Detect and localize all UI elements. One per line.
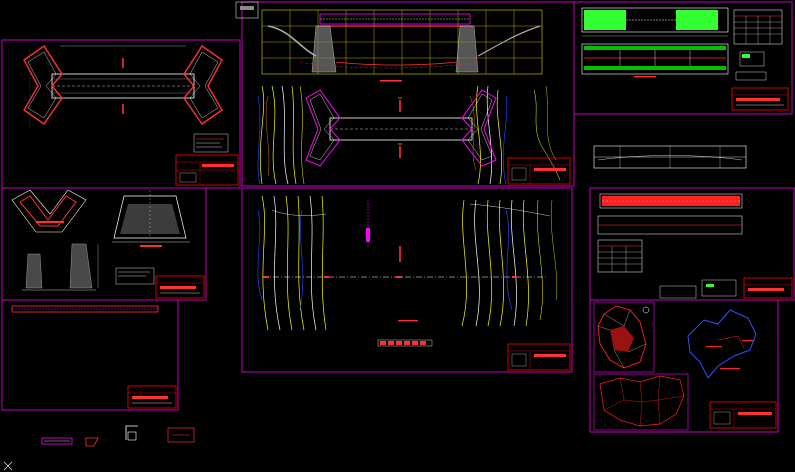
title-block	[743, 277, 793, 299]
topographic-contours-bottom	[257, 195, 557, 331]
abutment-left	[311, 25, 337, 73]
sheet-reinforcement-details	[1, 187, 207, 301]
stray-blocks	[41, 425, 195, 447]
abutment-section	[113, 190, 187, 239]
region-map	[599, 375, 685, 427]
title-block	[507, 343, 571, 371]
footing-section-b	[69, 243, 93, 289]
wing-wall-left	[23, 45, 63, 125]
girder-elevation-b	[581, 43, 729, 75]
sheet-topographic-plan	[241, 187, 573, 373]
wing-wall-right	[183, 45, 223, 125]
title-block	[155, 275, 205, 299]
girder-red	[599, 193, 743, 209]
sheet-elevation-and-site-plan	[235, 1, 575, 187]
province-map	[687, 309, 757, 379]
sheet-frame	[1, 299, 179, 411]
deck-section-strip	[593, 145, 747, 169]
sheet-frame	[589, 299, 779, 433]
sheet-girder-elevation	[573, 1, 793, 115]
bar-schedule-table	[597, 239, 643, 273]
sheet-location-maps	[589, 299, 779, 433]
girder-elevation-a	[581, 7, 729, 33]
title-block	[175, 154, 239, 186]
sheet-longitudinal-strip	[1, 299, 179, 411]
title-block	[127, 385, 177, 409]
district-map	[597, 305, 647, 369]
title-block	[731, 87, 789, 111]
bar-schedule-table	[733, 9, 783, 45]
topographic-contours-top	[257, 85, 561, 185]
ucs-axis-icon	[3, 461, 13, 471]
sheet-frame	[241, 187, 573, 373]
north-arrow-icon	[642, 306, 650, 314]
legend-strip	[377, 339, 433, 347]
footing-section-a	[25, 253, 43, 289]
title-block	[507, 157, 571, 185]
sheet-deck-section	[589, 187, 795, 301]
abutment-right	[455, 25, 479, 73]
elevation-grid	[261, 9, 543, 75]
sheet-frame	[573, 1, 793, 115]
title-block	[709, 401, 777, 429]
sheet-plan-bridge-wings	[1, 39, 241, 189]
